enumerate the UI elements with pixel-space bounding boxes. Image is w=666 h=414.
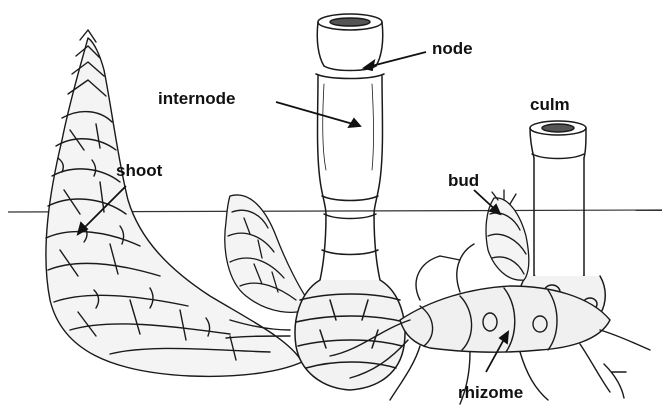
shoot-drawing [46, 30, 302, 376]
label-bud: bud [448, 172, 479, 189]
label-shoot: shoot [116, 162, 162, 179]
bud-drawing [486, 190, 529, 280]
small-shoot-drawing [225, 195, 312, 312]
label-internode: internode [158, 90, 235, 107]
label-node: node [432, 40, 473, 57]
label-rhizome: rhizome [458, 384, 523, 401]
culm-main-drawing [295, 14, 405, 390]
label-culm: culm [530, 96, 570, 113]
